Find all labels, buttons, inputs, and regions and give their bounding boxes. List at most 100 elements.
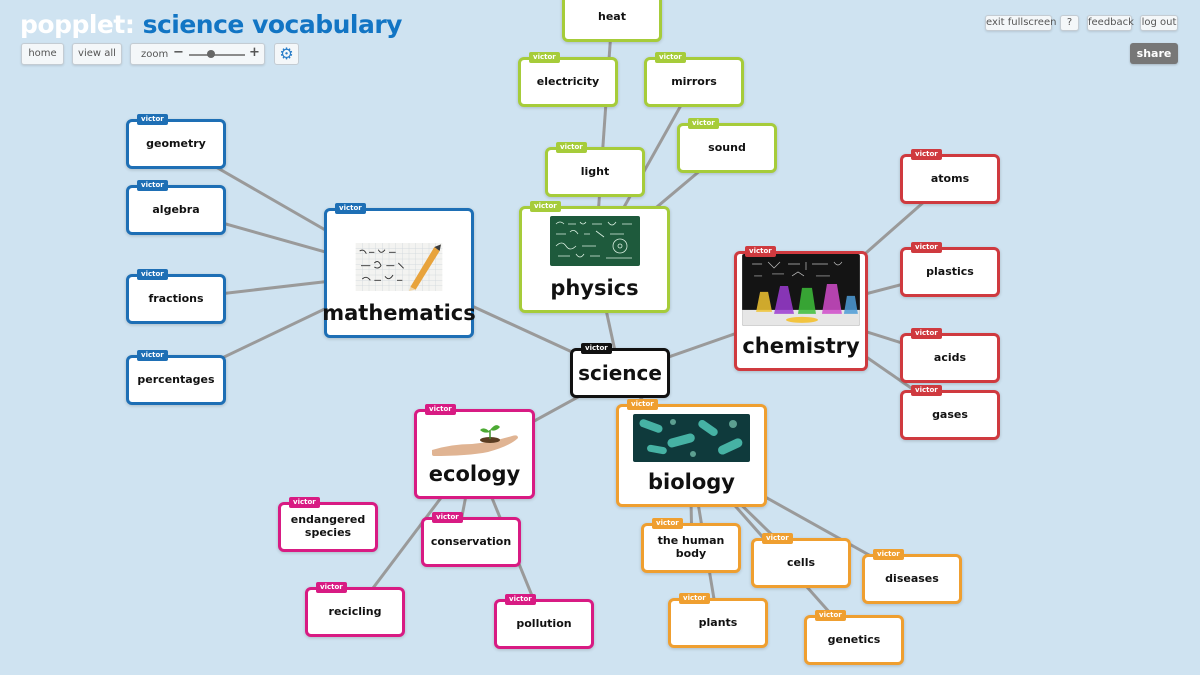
view-all-button[interactable]: view all (72, 43, 122, 65)
app-name: popplet: (20, 10, 134, 39)
popplet-logo[interactable]: popplet: science vocabulary (20, 10, 402, 39)
author-tag: victor (652, 518, 683, 529)
popple-label: endangered species (281, 514, 375, 539)
popple-mathematics[interactable]: victor mathematics (324, 208, 474, 338)
zoom-label: zoom (141, 49, 168, 60)
zoom-in-button[interactable]: + (249, 45, 260, 60)
popple-chemistry[interactable]: victor chemistry (734, 251, 868, 371)
author-tag: victor (137, 269, 168, 280)
popple-genetics[interactable]: victor genetics (804, 615, 904, 665)
popple-heat[interactable]: heat (562, 0, 662, 42)
chemistry-flasks-image (742, 254, 860, 326)
popple-label: the human body (644, 535, 738, 560)
author-tag: victor (316, 582, 347, 593)
popple-label: science (572, 362, 668, 385)
author-tag: victor (425, 404, 456, 415)
popple-pollution[interactable]: victor pollution (494, 599, 594, 649)
popple-cells[interactable]: victor cells (751, 538, 851, 588)
author-tag: victor (679, 593, 710, 604)
author-tag: victor (137, 350, 168, 361)
author-tag: victor (529, 52, 560, 63)
popple-label: gases (926, 409, 974, 422)
author-tag: victor (745, 246, 776, 257)
author-tag: victor (137, 180, 168, 191)
popple-endangered-species[interactable]: victor endangered species (278, 502, 378, 552)
popple-algebra[interactable]: victor algebra (126, 185, 226, 235)
popple-percentages[interactable]: victor percentages (126, 355, 226, 405)
popple-label: electricity (531, 76, 605, 89)
popple-label: plants (693, 617, 744, 630)
popple-label: genetics (822, 634, 887, 647)
author-tag: victor (911, 242, 942, 253)
popple-label: algebra (146, 204, 205, 217)
popple-label: recicling (323, 606, 388, 619)
author-tag: victor (432, 512, 463, 523)
popple-atoms[interactable]: victor atoms (900, 154, 1000, 204)
popple-ecology[interactable]: victor ecology (414, 409, 535, 499)
popple-sound[interactable]: victor sound (677, 123, 777, 173)
popple-electricity[interactable]: victor electricity (518, 57, 618, 107)
popple-geometry[interactable]: victor geometry (126, 119, 226, 169)
author-tag: victor (289, 497, 320, 508)
popple-label: ecology (429, 462, 520, 486)
author-tag: victor (530, 201, 561, 212)
popple-science[interactable]: victor science (570, 348, 670, 398)
popple-the-human-body[interactable]: victor the human body (641, 523, 741, 573)
popple-conservation[interactable]: victor conservation (421, 517, 521, 567)
popple-light[interactable]: victor light (545, 147, 645, 197)
popple-plastics[interactable]: victor plastics (900, 247, 1000, 297)
popple-fractions[interactable]: victor fractions (126, 274, 226, 324)
author-tag: victor (556, 142, 587, 153)
popple-label: biology (648, 470, 735, 494)
board-title[interactable]: science vocabulary (143, 10, 402, 39)
author-tag: victor (762, 533, 793, 544)
exit-fullscreen-button[interactable]: exit fullscreen (985, 15, 1052, 31)
popple-label: heat (592, 11, 632, 24)
popple-label: chemistry (742, 334, 859, 358)
author-tag: victor (911, 385, 942, 396)
hand-seedling-image (432, 420, 518, 456)
popple-label: atoms (925, 173, 975, 186)
author-tag: victor (335, 203, 366, 214)
popple-label: diseases (879, 573, 945, 586)
popple-label: conservation (425, 536, 517, 549)
feedback-button[interactable]: feedback (1087, 15, 1132, 31)
author-tag: victor (911, 328, 942, 339)
author-tag: victor (873, 549, 904, 560)
zoom-slider-track[interactable] (189, 54, 245, 56)
popple-label: percentages (131, 374, 220, 387)
popple-gases[interactable]: victor gases (900, 390, 1000, 440)
popple-recicling[interactable]: victor recicling (305, 587, 405, 637)
popple-label: sound (702, 142, 752, 155)
popple-label: physics (550, 276, 638, 300)
popple-label: geometry (140, 138, 212, 151)
help-button[interactable]: ? (1060, 15, 1079, 31)
popple-label: pollution (510, 618, 577, 631)
zoom-slider-handle[interactable] (207, 50, 215, 58)
zoom-out-button[interactable]: − (173, 45, 184, 60)
author-tag: victor (137, 114, 168, 125)
popple-label: acids (928, 352, 972, 365)
author-tag: victor (627, 399, 658, 410)
home-button[interactable]: home (21, 43, 64, 65)
popple-acids[interactable]: victor acids (900, 333, 1000, 383)
settings-button[interactable]: ⚙ (274, 43, 299, 65)
author-tag: victor (911, 149, 942, 160)
author-tag: victor (655, 52, 686, 63)
popple-label: fractions (142, 293, 209, 306)
share-button[interactable]: share (1130, 43, 1178, 64)
bacteria-image (633, 414, 750, 462)
popple-label: plastics (920, 266, 980, 279)
popple-physics[interactable]: victor physics (519, 206, 670, 313)
author-tag: victor (581, 343, 612, 354)
physics-chalkboard-image (550, 216, 640, 266)
popple-label: mirrors (665, 76, 723, 89)
log-out-button[interactable]: log out (1140, 15, 1178, 31)
popple-biology[interactable]: victor biology (616, 404, 767, 507)
popple-label: cells (781, 557, 821, 570)
popple-mirrors[interactable]: victor mirrors (644, 57, 744, 107)
popple-diseases[interactable]: victor diseases (862, 554, 962, 604)
popple-plants[interactable]: victor plants (668, 598, 768, 648)
popple-label: light (575, 166, 616, 179)
